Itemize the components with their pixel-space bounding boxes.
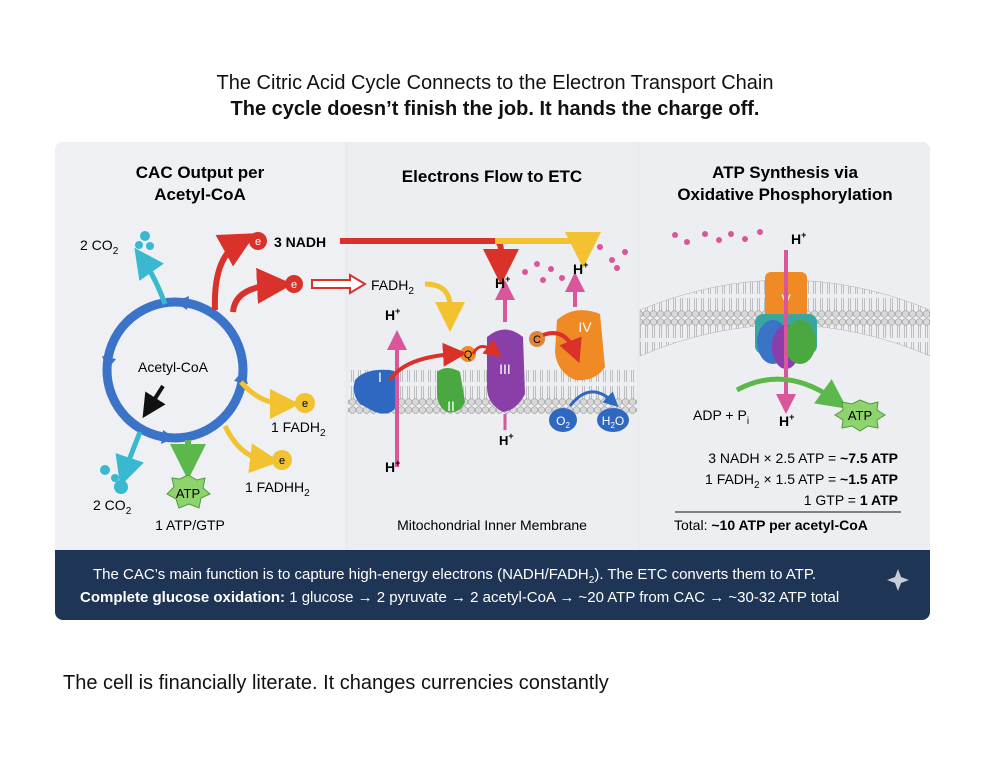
- fadhh2-label: 1 FADHH2: [245, 479, 310, 499]
- atp-synthase-f1: [784, 320, 816, 364]
- complex-iv-label: IV: [578, 319, 592, 335]
- cac-title-line2: Acetyl-CoA: [154, 185, 246, 204]
- cycle-arrowhead: [175, 296, 189, 310]
- cycle-arrowhead: [161, 430, 175, 444]
- adp-to-atp-arrow: [735, 376, 848, 409]
- oxygen-reduction-arrow: [568, 390, 619, 408]
- atp-gtp-label: 1 ATP/GTP: [155, 517, 225, 533]
- proton-label-i: H+: [385, 306, 400, 323]
- etc-fadh2-label: FADH2: [371, 277, 414, 297]
- complex-iii-label: III: [499, 361, 511, 377]
- nadh-label: 3 NADH: [274, 234, 326, 250]
- co2-bubble: [140, 231, 150, 241]
- proton-label-v-bottom: H+: [779, 412, 794, 429]
- q-to-iii-arrow: [471, 339, 503, 358]
- oxygen-icon: [549, 408, 577, 432]
- proton-label-i-matrix: H+: [385, 458, 400, 475]
- water-label: H2O: [602, 414, 624, 430]
- proton-dots: [522, 244, 628, 283]
- electron-icon: [295, 393, 315, 413]
- complex-i-label: I: [378, 369, 382, 385]
- electron-icon: [249, 232, 267, 250]
- membrane-caption: Mitochondrial Inner Membrane: [397, 517, 587, 533]
- co2-bottom-arrow: [115, 431, 144, 487]
- footer-caption: The cell is financially literate. It cha…: [63, 672, 609, 694]
- diagram-figure: CAC Output per Acetyl-CoA Acetyl-CoA 2 C…: [55, 142, 930, 620]
- calc-fadh2: 1 FADH2 × 1.5 ATP = ~1.5 ATP: [705, 471, 898, 491]
- i-to-q-arrow: [388, 342, 467, 382]
- proton-label-iii-matrix: H+: [499, 431, 514, 448]
- fadh2-arrow: [239, 380, 300, 419]
- etc-title: Electrons Flow to ETC: [402, 167, 582, 186]
- atp-title-line2: Oxidative Phosphorylation: [677, 185, 892, 204]
- nadh-to-iv-arrow: [495, 231, 601, 268]
- electron-label: e: [302, 398, 308, 410]
- atp-title-line1: ATP Synthesis via: [712, 163, 858, 182]
- complex-ii: [437, 368, 465, 413]
- summary-banner: [55, 550, 930, 620]
- adp-label: ADP + Pi: [693, 407, 749, 427]
- acetyl-coa-entry-arrow: [142, 384, 166, 419]
- co2-bubble: [135, 241, 143, 249]
- c-to-iv-arrow: [542, 331, 582, 364]
- co2-top-arrow: [134, 247, 168, 305]
- cycle-arrowhead: [102, 356, 116, 370]
- co2-bubble: [100, 465, 110, 475]
- proton-label-iv: H+: [573, 260, 588, 277]
- acetyl-coa-label: Acetyl-CoA: [138, 359, 209, 375]
- sparkle-icon: [887, 569, 909, 591]
- fadhh2-arrow: [222, 424, 280, 474]
- calc-total: Total: ~10 ATP per acetyl-CoA: [674, 517, 868, 533]
- co2-bubble: [146, 242, 154, 250]
- water-icon: [597, 408, 629, 432]
- diagram-canvas: CAC Output per Acetyl-CoA Acetyl-CoA 2 C…: [55, 142, 930, 620]
- fadh2-to-ii-arrow: [424, 281, 465, 332]
- proton-label-iii: H+: [495, 274, 510, 291]
- electron-label: e: [255, 236, 261, 248]
- page-title: The Citric Acid Cycle Connects to the El…: [216, 72, 774, 94]
- electron-label: e: [279, 455, 285, 467]
- atp-product-label: ATP: [848, 408, 872, 423]
- co2-bottom-label: 2 CO2: [93, 497, 132, 517]
- banner-line-1: The CAC’s main function is to capture hi…: [93, 566, 816, 586]
- banner-line-2: Complete glucose oxidation: 1 glucose → …: [80, 589, 839, 606]
- calc-nadh: 3 NADH × 2.5 ATP = ~7.5 ATP: [708, 450, 898, 466]
- complex-i: [353, 369, 397, 414]
- proton-label-v-top: H+: [791, 230, 806, 247]
- co2-top-label: 2 CO2: [80, 237, 119, 257]
- cytochrome-c-label: C: [533, 334, 541, 346]
- atp-badge-icon: [166, 474, 211, 509]
- electron-icon: [272, 450, 292, 470]
- atp-product-icon: [834, 399, 886, 432]
- fadh2-label: 1 FADH2: [271, 419, 326, 439]
- atp-badge-label: ATP: [176, 486, 200, 501]
- electron-icon: [285, 275, 303, 293]
- electron-label: e: [291, 279, 297, 291]
- complex-ii-label: II: [447, 398, 455, 414]
- co2-bubble: [114, 480, 128, 494]
- ubiquinone-label: Q: [464, 349, 473, 361]
- page-subtitle: The cycle doesn’t finish the job. It han…: [230, 98, 760, 120]
- fadh2-transfer-arrow: [311, 273, 367, 295]
- fadh2-electron-arrow: [230, 267, 293, 313]
- cycle-arrowhead: [234, 370, 248, 384]
- cac-title-line1: CAC Output per: [136, 163, 265, 182]
- cac-cycle: [102, 296, 248, 444]
- header: The Citric Acid Cycle Connects to the El…: [0, 70, 990, 122]
- oxygen-label: O2: [556, 414, 570, 430]
- calc-gtp: 1 GTP = 1 ATP: [804, 492, 898, 508]
- cytochrome-c-icon: [529, 331, 545, 347]
- proton-dots-atp: [672, 229, 763, 245]
- nadh-arrow: [211, 233, 256, 311]
